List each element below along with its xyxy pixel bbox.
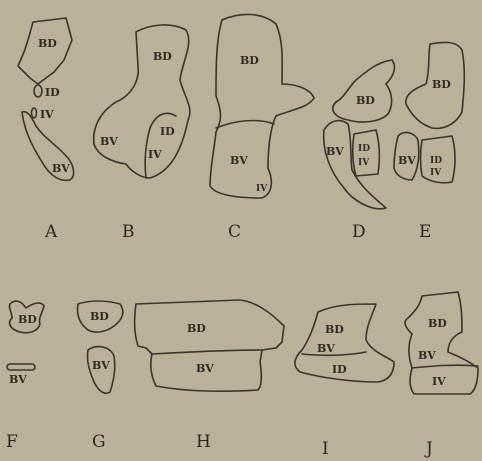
figure-g-letter: G (92, 432, 106, 452)
figure-i-label-bd: BD (325, 323, 344, 336)
figure-f: BD BV (7, 301, 44, 386)
figure-f-label-bv: BV (9, 373, 27, 386)
figure-b-label-iv: IV (148, 148, 162, 161)
figure-f-letter: F (6, 432, 18, 452)
figure-c-divider (216, 121, 274, 128)
figure-d-label-iv: IV (358, 158, 370, 168)
figure-a-bd-shape (18, 18, 72, 84)
figure-h-divider (152, 350, 262, 354)
figure-h-label-bd: BD (187, 322, 206, 335)
figure-b-letter: B (122, 222, 135, 242)
figure-a-label-bd: BD (38, 37, 57, 50)
figure-d: BD BV ID IV (324, 60, 395, 209)
figure-e-label-id: ID (430, 156, 442, 166)
figure-j-divider (412, 365, 478, 368)
figure-g-label-bv: BV (92, 359, 110, 372)
figure-e-label-bv: BV (398, 154, 416, 167)
figure-c-label-iv: IV (256, 184, 268, 194)
figure-j-label-bd: BD (428, 317, 447, 330)
figure-b-label-id: ID (160, 125, 175, 138)
figure-f-bv-shape (7, 364, 35, 370)
figure-j-letter: J (424, 439, 433, 459)
figure-i-letter: I (322, 439, 329, 459)
figure-h-label-bv: BV (196, 362, 214, 375)
figure-a: BD ID IV BV (18, 18, 74, 180)
figure-h-letter: H (196, 432, 211, 452)
figure-c-outline (210, 14, 314, 198)
figure-i-label-id: ID (332, 363, 347, 376)
figure-g-label-bd: BD (90, 310, 109, 323)
figure-e-label-iv: IV (430, 168, 442, 178)
figure-e-label-bd: BD (432, 78, 451, 91)
figure-b-outline (94, 25, 190, 178)
figure-b-label-bv: BV (100, 135, 118, 148)
figure-d-bd-shape (333, 60, 395, 122)
figure-b-label-bd: BD (153, 50, 172, 63)
figure-a-id-shape (34, 85, 42, 97)
figure-i-label-bv: BV (317, 342, 335, 355)
figure-d-label-bd: BD (356, 94, 375, 107)
figure-d-label-id: ID (358, 144, 370, 154)
figure-a-label-id: ID (45, 86, 60, 99)
figure-j-label-bv: BV (418, 349, 436, 362)
figure-c-label-bv: BV (230, 154, 248, 167)
figure-j: BD BV IV (405, 292, 478, 394)
figure-e: BD BV ID IV (394, 42, 464, 182)
figure-b: BD BV ID IV (94, 25, 190, 178)
figure-d-label-bv: BV (326, 145, 344, 158)
figure-h: BD BV (135, 300, 284, 391)
figure-j-label-iv: IV (432, 375, 446, 388)
figure-c-label-bd: BD (240, 54, 259, 67)
figure-e-letter: E (419, 222, 431, 242)
figure-c-letter: C (228, 222, 241, 242)
figure-g: BD BV (77, 301, 122, 393)
figure-i: BD BV ID (295, 304, 394, 382)
figure-b-divider (145, 113, 176, 178)
figure-a-letter: A (44, 222, 58, 242)
figure-d-letter: D (352, 222, 366, 242)
figure-h-outline (135, 300, 284, 391)
figure-a-label-bv: BV (52, 162, 70, 175)
figure-a-label-iv: IV (40, 108, 54, 121)
figure-c: BD BV IV (210, 14, 314, 198)
figure-f-label-bd: BD (18, 313, 37, 326)
figure-a-iv-shape (32, 108, 37, 118)
